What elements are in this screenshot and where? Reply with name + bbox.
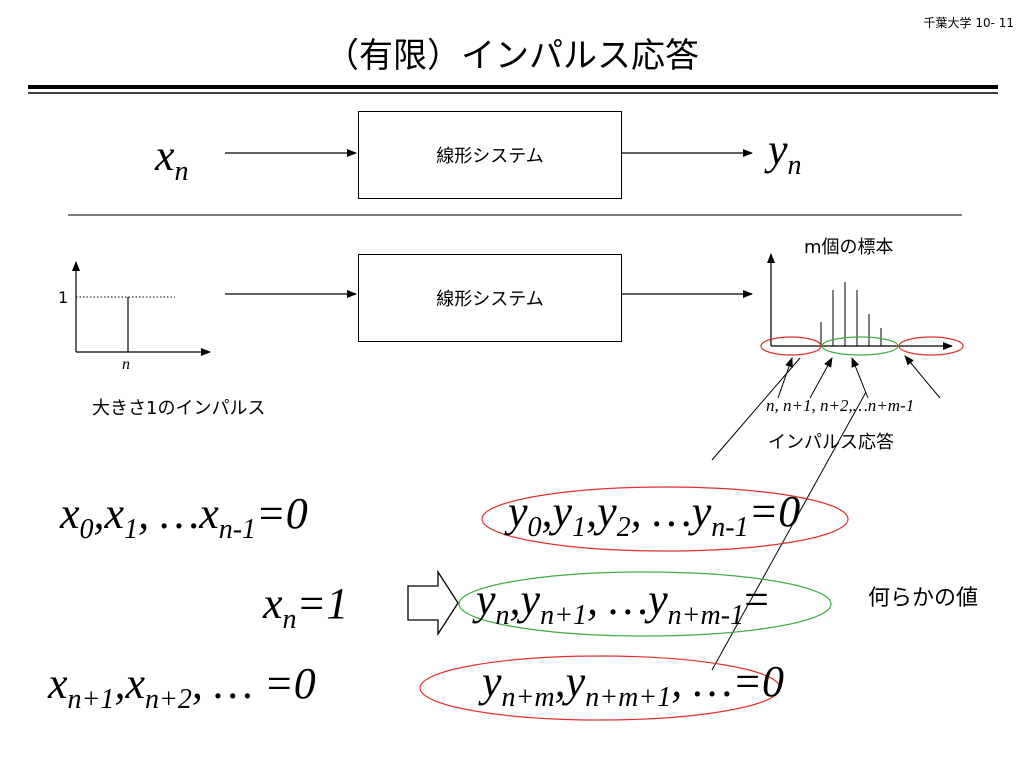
index-pointer: [851, 357, 869, 399]
top-linear-system-box: 線形システム: [358, 111, 622, 199]
implication-arrow-icon: [407, 569, 459, 637]
input-zero-equation: x0,x1, …xn-1=0: [60, 489, 308, 545]
index-pointer: [777, 357, 793, 399]
output-zero-equation: y0,y1,y2, …yn-1=0: [508, 487, 801, 543]
samples-caption: m個の標本: [804, 237, 894, 258]
output-after-equation: yn+m,yn+m+1, …=0: [482, 657, 785, 713]
page-title: （有限）インパルス応答: [325, 36, 699, 76]
arbitrary-value-label: 何らかの値: [868, 586, 979, 611]
impulse-axis-label: n: [122, 356, 130, 373]
response-zero-ellipse-left: [760, 336, 822, 356]
top-output-subscript: n: [787, 149, 802, 181]
impulse-response-caption: インパルス応答: [768, 432, 894, 453]
top-input-subscript: n: [174, 155, 189, 187]
top-input-symbol: xn: [155, 131, 189, 187]
impulse-caption: 大きさ1のインパルス: [92, 398, 266, 419]
index-pointer: [904, 355, 941, 399]
response-value-ellipse: [821, 336, 899, 356]
bottom-linear-system-label: 線形システム: [436, 289, 544, 310]
output-mid-equation: yn,yn+1, …yn+m-1=: [476, 575, 769, 631]
response-zero-ellipse-right: [898, 336, 964, 356]
page-note: 千葉大学 10- 11: [923, 16, 1015, 30]
bottom-linear-system-box: 線形システム: [358, 254, 622, 342]
input-one-equation: xn=1: [263, 579, 349, 635]
index-pointer: [809, 357, 833, 399]
input-after-equation: xn+1,xn+2, … =0: [48, 659, 316, 715]
top-linear-system-label: 線形システム: [436, 146, 544, 167]
impulse-level-label: 1: [58, 288, 69, 307]
sample-indices-label: n, n+1, n+2,…n+m-1: [766, 396, 915, 415]
top-output-symbol: yn: [768, 125, 802, 181]
